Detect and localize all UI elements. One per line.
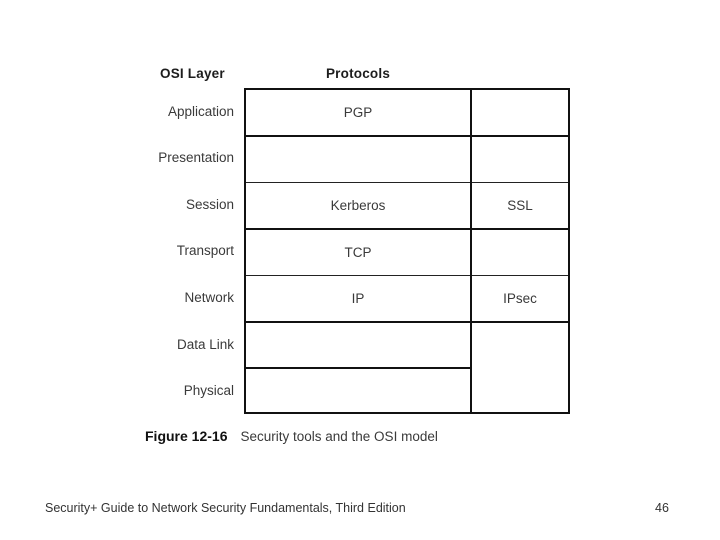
figure-caption: Figure 12-16 Security tools and the OSI m…: [145, 428, 438, 444]
osi-layer-label: Transport: [176, 243, 234, 259]
protocol-cell: [246, 369, 470, 416]
security-tool-cell: [472, 137, 568, 184]
protocol-cell: IP: [246, 276, 470, 323]
osi-layer-column-header: OSI Layer: [160, 66, 225, 81]
security-tool-cell: [472, 230, 568, 277]
protocol-cell: [246, 323, 470, 370]
osi-layer-label: Physical: [183, 383, 234, 399]
security-tool-cell: IPsec: [472, 276, 568, 323]
osi-layer-label: Presentation: [158, 150, 234, 166]
protocols-column-header: Protocols: [325, 66, 391, 81]
figure-description: Security tools and the OSI model: [240, 429, 438, 444]
security-tool-cell: SSL: [472, 183, 568, 230]
osi-layer-label: Application: [167, 103, 234, 119]
footer-page-number: 46: [655, 501, 669, 515]
osi-layer-label: Network: [184, 290, 234, 306]
protocol-cell: TCP: [246, 230, 470, 277]
protocol-column: PGP Kerberos TCP IP: [244, 88, 472, 414]
osi-layer-label-column: Application Presentation Session Transpo…: [104, 88, 234, 414]
security-tool-cell: [472, 90, 568, 137]
osi-layer-label: Data Link: [176, 336, 234, 352]
security-tool-cell-merged: [472, 323, 568, 416]
osi-layer-label: Session: [185, 196, 234, 212]
protocol-grid: PGP Kerberos TCP IP SSL IPsec: [244, 88, 570, 414]
protocol-cell: [246, 137, 470, 184]
security-tool-column: SSL IPsec: [472, 88, 570, 414]
protocol-cell: Kerberos: [246, 183, 470, 230]
footer-book-title: Security+ Guide to Network Security Fund…: [45, 501, 406, 515]
protocol-cell: PGP: [246, 90, 470, 137]
figure-number: Figure 12-16: [145, 428, 228, 444]
